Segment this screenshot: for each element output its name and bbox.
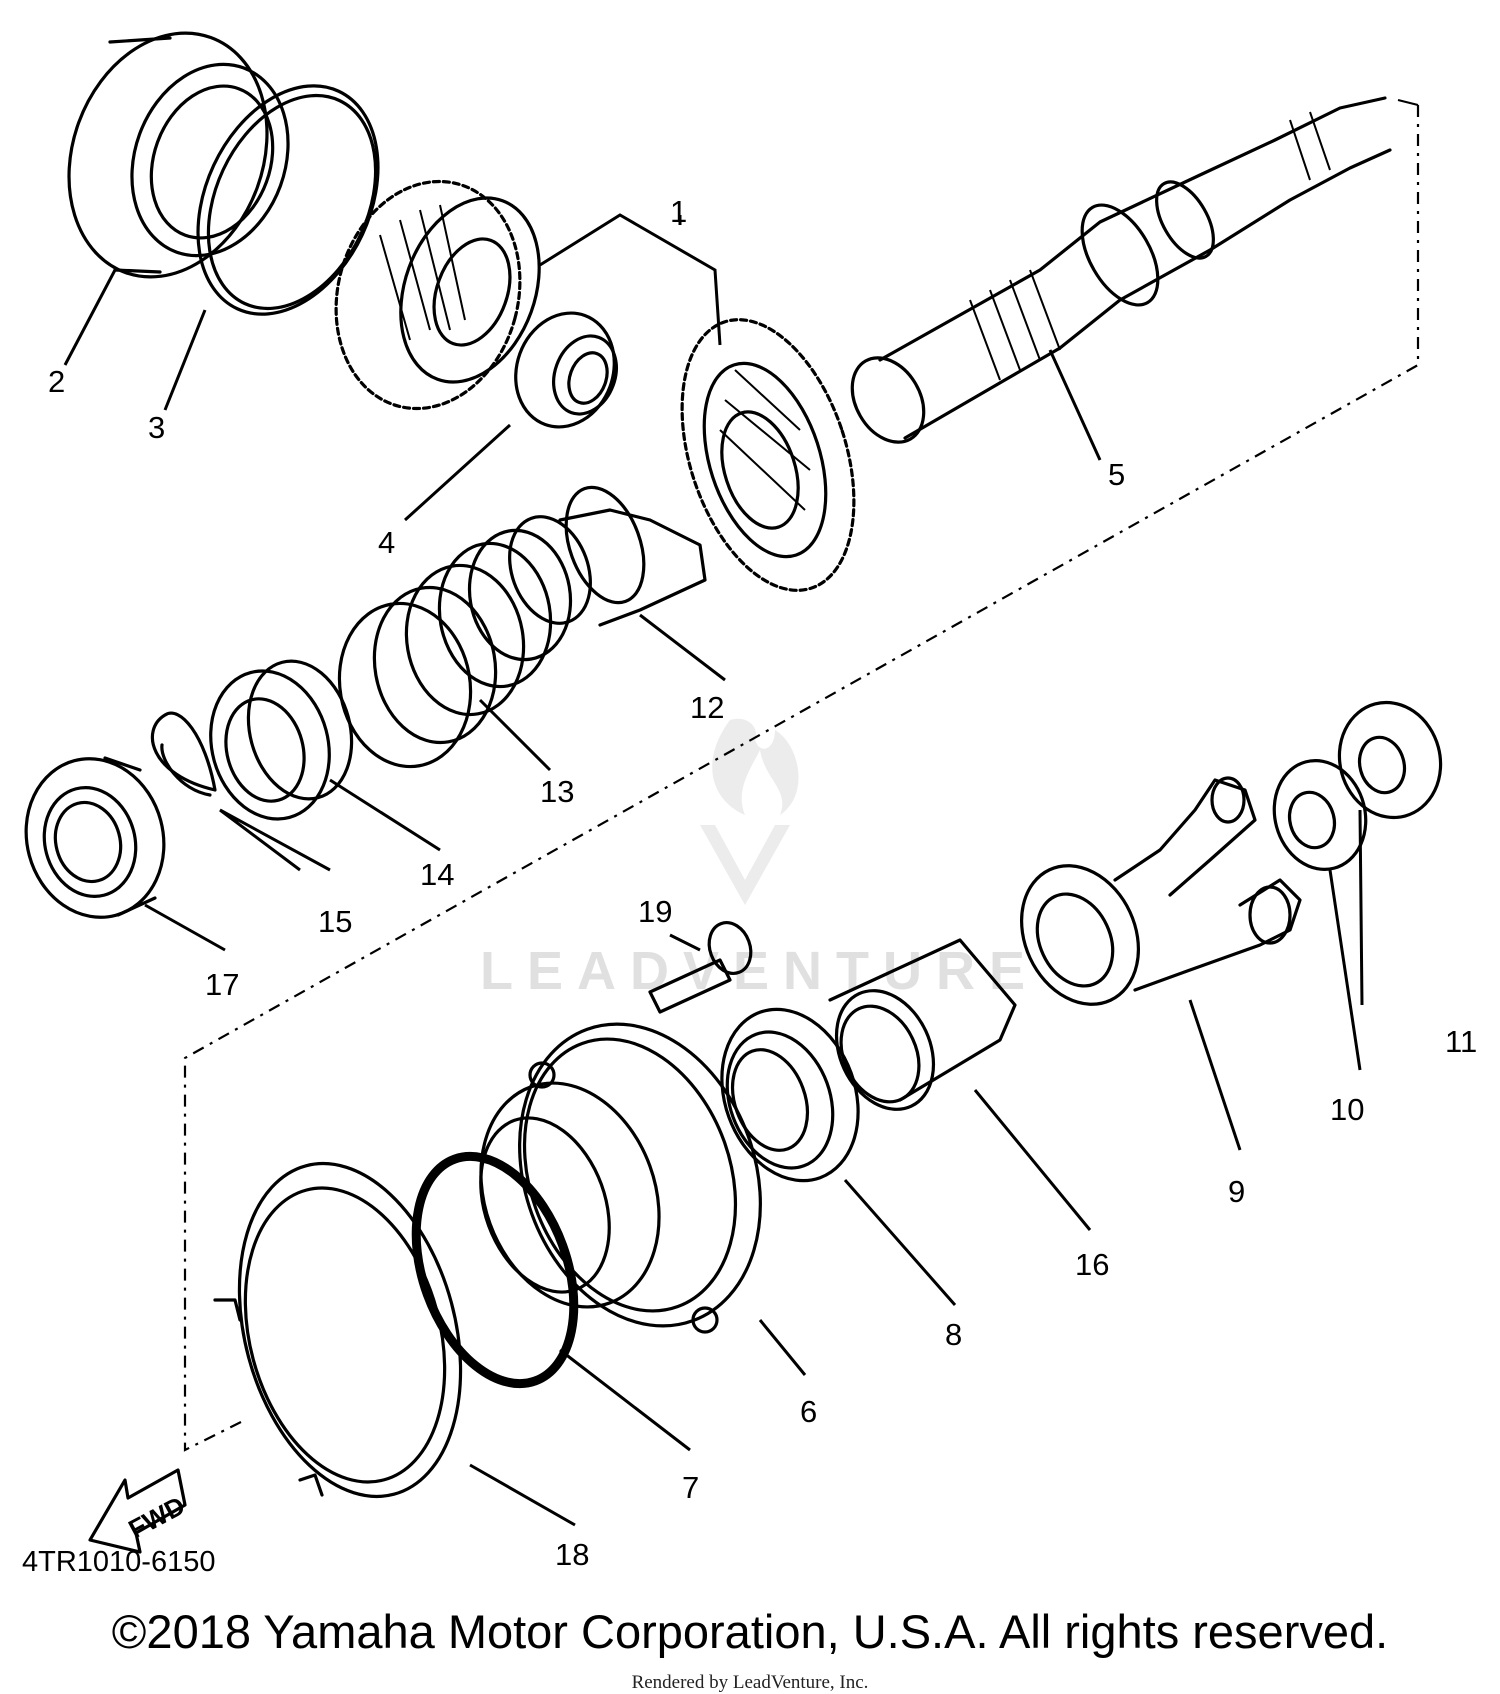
callout-17: 17 [205, 967, 239, 1002]
part-9-yoke [1019, 776, 1302, 1006]
callout-1: 1 [670, 194, 687, 229]
callout-8: 8 [945, 1317, 962, 1352]
callout-2: 2 [48, 364, 65, 399]
callout-5: 5 [1108, 457, 1125, 492]
part-19-bolt [648, 921, 753, 1014]
callout-4: 4 [378, 525, 395, 560]
callout-12: 12 [690, 690, 724, 725]
part-3-shim [196, 84, 380, 316]
part-1-pinion-gear [334, 179, 541, 411]
callout-14: 14 [420, 857, 454, 892]
part-10-washer [1272, 759, 1368, 871]
part-1-ring-gear [680, 318, 856, 592]
callout-7: 7 [682, 1470, 699, 1505]
rendered-by-credit: Rendered by LeadVenture, Inc. [631, 1672, 869, 1693]
part-13-spring [337, 528, 573, 769]
callout-19: 19 [638, 894, 672, 929]
part-16-collar [828, 938, 1017, 1111]
leader-lines [63, 213, 1364, 1527]
callout-18: 18 [555, 1537, 589, 1572]
leadventure-logo-watermark [700, 718, 799, 905]
part-11-nut [1337, 700, 1443, 820]
forward-direction-arrow: FWD [88, 1468, 190, 1554]
callout-13: 13 [540, 774, 574, 809]
callout-10: 10 [1330, 1092, 1364, 1127]
callout-6: 6 [800, 1394, 817, 1429]
part-15-circlip [150, 711, 217, 797]
part-4-collar [514, 311, 618, 429]
part-5-shaft [850, 96, 1392, 444]
callout-9: 9 [1228, 1174, 1245, 1209]
diagram-code: 4TR1010-6150 [22, 1546, 216, 1578]
assembly-boundary [183, 99, 1420, 1452]
fwd-label: FWD [123, 1490, 189, 1544]
part-12-coupling [508, 485, 707, 627]
part-2-bearing [67, 31, 290, 279]
part-17-bearing [24, 756, 166, 919]
callout-3: 3 [148, 410, 165, 445]
part-14-spring-seat [209, 659, 354, 821]
part-18-lock-washer [213, 1161, 463, 1499]
callout-numbers: 1 2 3 4 5 6 7 8 9 10 11 12 13 14 15 16 1… [48, 194, 1477, 1572]
part-7-o-ring [411, 1151, 579, 1389]
copyright-notice: ©2018 Yamaha Motor Corporation, U.S.A. A… [111, 1605, 1389, 1658]
part-6-bearing-housing [479, 1022, 762, 1334]
callout-15: 15 [318, 904, 352, 939]
callout-11: 11 [1445, 1024, 1477, 1059]
callout-16: 16 [1075, 1247, 1109, 1282]
